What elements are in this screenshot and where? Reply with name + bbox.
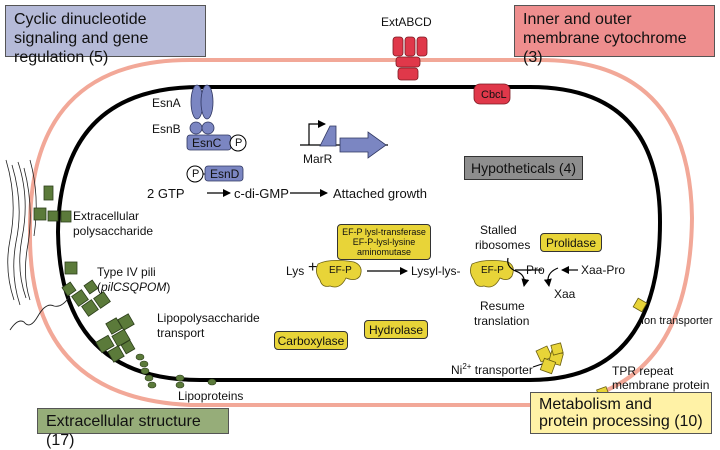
lps-label-line1: Lipopolysaccharide — [157, 311, 260, 325]
tpr-label-line1: TPR repeat — [612, 364, 674, 378]
efp-label: EF-P — [329, 265, 352, 276]
phospho-label: P — [235, 137, 243, 149]
stalled-label-line1: Stalled — [480, 223, 517, 237]
efp-protein-icon — [316, 260, 362, 288]
resume-label-line2: translation — [474, 314, 530, 328]
eps-label-line1: Extracellular — [73, 209, 140, 223]
category-cyclic-box: Cyclic dinucleotide signaling and gene r… — [5, 5, 206, 66]
tpr-label-line2: membrane protein — [612, 378, 710, 392]
polysaccharide-fibres-icon — [5, 159, 37, 306]
category-metabolism-box: Metabolism and protein processing (10) — [530, 392, 712, 434]
inner-membrane — [55, 85, 663, 382]
cdg-label: c-di-GMP — [234, 186, 289, 201]
phospho-label: P — [192, 168, 200, 180]
extabcd-label: ExtABCD — [381, 15, 432, 29]
esna-label: EsnA — [152, 96, 181, 110]
ni-transporter-icon — [535, 342, 564, 375]
esnb-label: EsnB — [152, 122, 181, 136]
lipoproteins-label: Lipoproteins — [178, 389, 244, 403]
lps-transport-icon — [95, 313, 136, 363]
cbcl-label: CbcL — [481, 89, 507, 101]
pili-icon — [61, 279, 111, 317]
xaa-label: Xaa — [554, 287, 576, 301]
ni-transporter-label: Ni2+ transporter — [451, 362, 533, 377]
attached-growth-label: Attached growth — [333, 186, 427, 201]
lys-label: Lys — [286, 264, 305, 278]
gtp-label: 2 GTP — [147, 186, 185, 201]
phospho-icon — [229, 134, 247, 152]
carboxylase-box: Carboxylase — [274, 331, 348, 350]
esnd-label: EsnD — [210, 167, 240, 181]
hypotheticals-box: Hypotheticals (4) — [464, 156, 584, 180]
diagram-canvas — [5, 36, 695, 407]
esnd-icon — [204, 165, 244, 182]
lipoprotein-icon — [135, 353, 217, 389]
pro-label: Pro — [526, 263, 545, 277]
marr-label: MarR — [303, 152, 333, 166]
marr-gene-icon — [300, 120, 388, 159]
cell-diagram: Cyclic dinucleotide signaling and gene r… — [5, 5, 715, 449]
eps-label-line2: polysaccharide — [73, 224, 154, 238]
category-extracellular-box: Extracellular structure (17) — [37, 408, 229, 449]
ion-transporter-label: Ion transporter — [641, 315, 713, 327]
plus-label: + — [308, 259, 318, 276]
category-cytochrome-box: Inner and outer membrane cytochrome (3) — [514, 5, 715, 66]
stalled-label-line2: ribosomes — [475, 238, 531, 252]
outer-membrane — [27, 58, 695, 407]
pili-label-line1: Type IV pili — [97, 265, 156, 279]
hydrolase-box: Hydrolase — [364, 320, 428, 339]
eps-protein-icon — [33, 185, 78, 275]
extabcd-icon — [392, 36, 428, 81]
xaapro-label: Xaa-Pro — [581, 263, 626, 277]
pili-label-line2: (pilCSQPOM) — [97, 280, 171, 294]
lps-label-line2: transport — [157, 326, 205, 340]
esnc-label: EsnC — [192, 136, 222, 150]
efp-label: EF-P — [481, 265, 504, 276]
ion-transporter-icon — [632, 297, 648, 313]
efp-enzymes-box: EF-P lysl-transferase EF-P-lysl-lysine a… — [337, 224, 431, 260]
esn-complex-icon — [186, 84, 232, 151]
prolidase-box: Prolidase — [540, 233, 602, 252]
cbcl-icon — [473, 83, 511, 105]
resume-label-line1: Resume — [480, 299, 525, 313]
lysyl-label: Lysyl-lys- — [411, 264, 461, 278]
